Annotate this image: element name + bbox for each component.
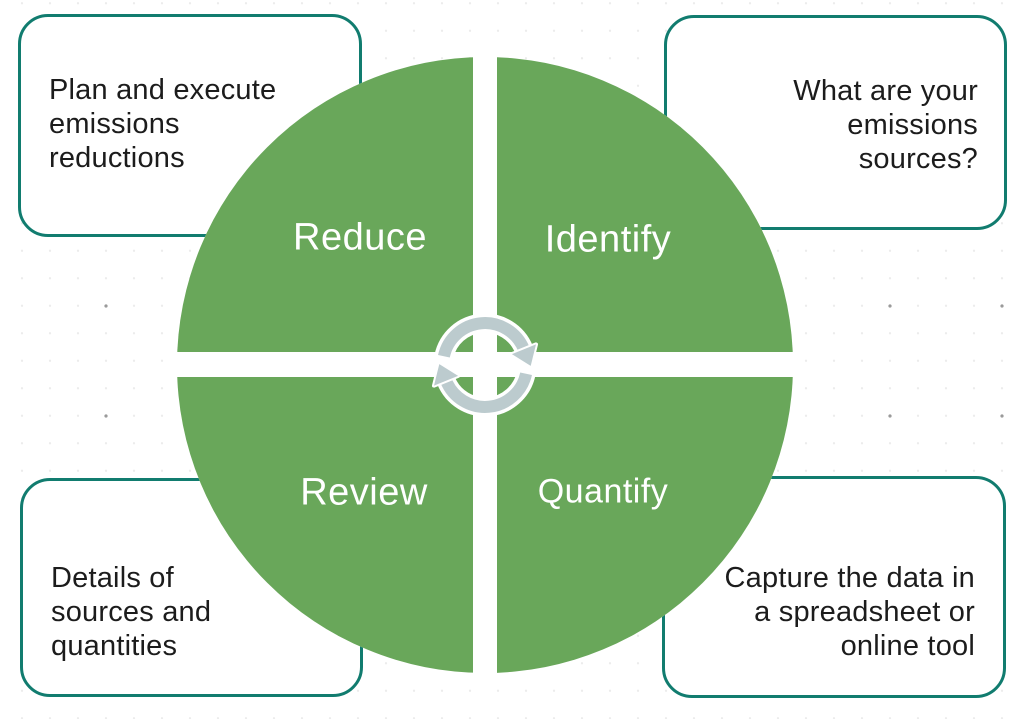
quadrant-reduce <box>177 57 473 352</box>
quadrant-label-review: Review <box>300 471 428 514</box>
quadrant-quantify <box>497 377 793 673</box>
note-text-sources-quantities: Details of sources and quantities <box>51 562 211 662</box>
note-text-emissions-sources: What are your emissions sources? <box>793 75 978 175</box>
quadrant-label-identify: Identify <box>544 218 672 261</box>
quadrant-review <box>177 377 473 673</box>
quadrant-label-quantify: Quantify <box>537 472 669 511</box>
cycle-arrows-icon <box>432 313 538 417</box>
quadrant-identify <box>497 57 793 352</box>
cycle-circle: Reduce Identify Review Quantify <box>177 57 793 673</box>
cycle-arrow-top <box>434 313 538 368</box>
cycle-arrow-bottom <box>432 362 536 417</box>
quadrant-label-reduce: Reduce <box>293 216 427 259</box>
